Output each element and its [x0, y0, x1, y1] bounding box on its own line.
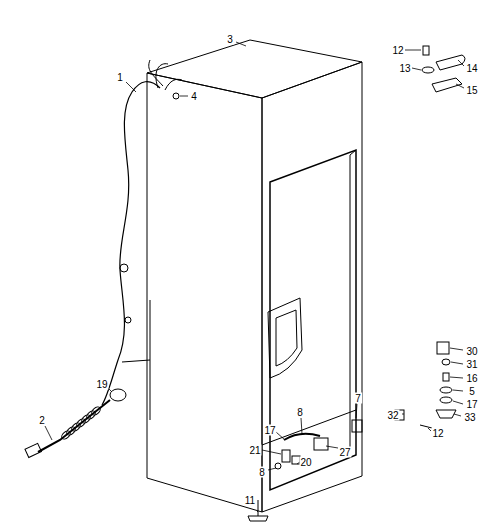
harness-leads	[149, 60, 182, 90]
harness-connector	[125, 317, 131, 323]
bushing	[440, 397, 452, 403]
callout-number: 30	[465, 346, 478, 357]
screw	[420, 425, 432, 428]
spacer	[440, 387, 452, 393]
callout-number: 5	[468, 386, 476, 397]
pin	[443, 373, 449, 381]
bottom-rail	[262, 410, 356, 445]
power-cord	[38, 400, 110, 452]
callout-number: 32	[386, 410, 399, 421]
callout-number: 1	[116, 72, 124, 83]
callout-number: 11	[244, 495, 256, 506]
tube	[284, 434, 320, 440]
callout-number: 19	[95, 379, 108, 390]
harness-connector	[120, 264, 128, 272]
callout-number: 3	[226, 34, 234, 45]
callout-number: 17	[465, 399, 478, 410]
callout-number: 15	[465, 85, 478, 96]
callout-number: 12	[391, 45, 404, 56]
callout-number: 12	[431, 428, 444, 439]
callout-number: 8	[296, 407, 304, 418]
opening-edge	[350, 150, 356, 455]
clip	[282, 450, 290, 462]
callout-number: 17	[263, 425, 276, 436]
callout-number: 33	[463, 412, 476, 423]
callout-number: 16	[465, 373, 478, 384]
callout-number: 21	[248, 445, 261, 456]
cabinet-front	[262, 62, 362, 512]
cabinet-side	[147, 73, 262, 512]
wire-harness	[102, 82, 160, 405]
callout-number: 7	[354, 393, 362, 404]
cord-strain-relief	[60, 405, 102, 440]
hinge-cover	[436, 55, 465, 70]
callout-number: 2	[38, 415, 46, 426]
plug	[25, 443, 41, 457]
callout-number: 31	[465, 359, 478, 370]
hinge-plate	[437, 342, 449, 354]
cabinet-top	[147, 40, 362, 98]
bracket	[352, 420, 362, 432]
harness-wire	[122, 300, 150, 420]
callout-number: 13	[398, 63, 411, 74]
bottom-hinge	[436, 410, 456, 418]
cover	[314, 438, 328, 450]
callout-number: 4	[190, 91, 198, 102]
callout-number: 27	[338, 447, 351, 458]
washer	[442, 359, 450, 365]
washer	[422, 67, 434, 73]
screw	[173, 93, 179, 99]
cabinet-opening	[270, 150, 356, 490]
inner-duct-recess	[276, 310, 297, 366]
screw	[423, 46, 429, 55]
cord-clamp	[110, 389, 126, 401]
callout-number: 14	[465, 63, 478, 74]
callout-number: 8	[258, 467, 266, 478]
leader-lines	[45, 42, 464, 512]
callout-number: 20	[299, 457, 312, 468]
inner-duct	[268, 298, 302, 378]
